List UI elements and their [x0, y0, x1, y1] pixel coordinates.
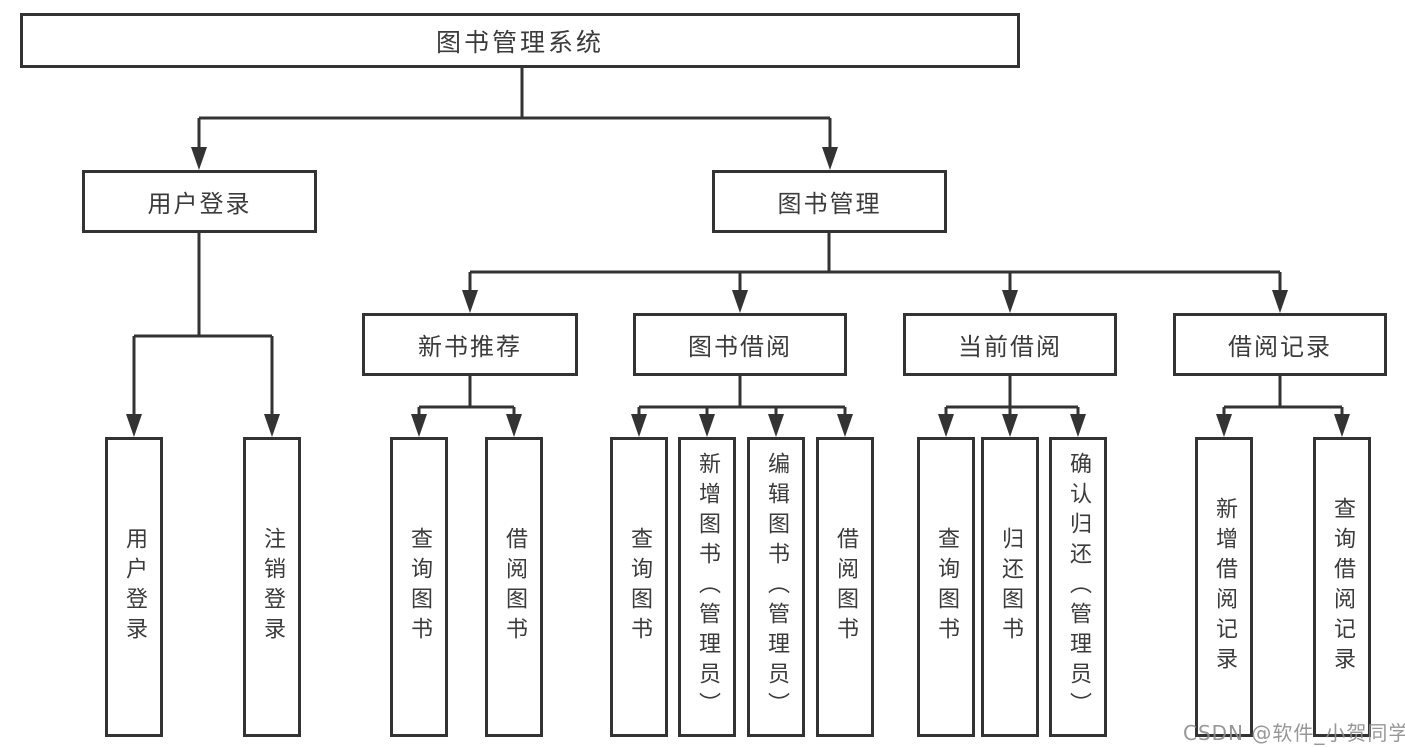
arrowhead [768, 414, 784, 437]
arrowhead [126, 414, 142, 437]
leaf-add-books-admin: 新增图书（管理员） [678, 437, 736, 737]
csdn-watermark: CSDN @软件_小贺同学 [1183, 721, 1405, 745]
arrowheads [126, 147, 1350, 437]
leaf-query-borrow-record: 查询借阅记录 [1313, 437, 1371, 737]
leaf-confirm-return-admin: 确认归还（管理员） [1049, 437, 1107, 737]
arrowhead [191, 147, 207, 170]
arrowhead [631, 414, 647, 437]
node-new-book-recommend: 新书推荐 [362, 313, 578, 376]
arrowhead [1070, 414, 1086, 437]
arrowhead [837, 414, 853, 437]
arrowhead [938, 414, 954, 437]
arrowhead [462, 290, 478, 313]
arrowhead [732, 290, 748, 313]
leaf-edit-books-admin: 编辑图书（管理员） [747, 437, 805, 737]
arrowhead [1334, 414, 1350, 437]
leaf-query-books-1: 查询图书 [390, 437, 448, 737]
arrowhead [1002, 414, 1018, 437]
node-borrowing-records: 借阅记录 [1173, 313, 1387, 376]
arrowhead [506, 414, 522, 437]
node-user-login: 用户登录 [82, 170, 317, 233]
node-current-borrowing: 当前借阅 [903, 313, 1117, 376]
leaf-return-books: 归还图书 [981, 437, 1039, 737]
arrowhead [699, 414, 715, 437]
leaf-borrow-books-1: 借阅图书 [485, 437, 543, 737]
arrowhead [822, 147, 838, 170]
node-book-borrowing: 图书借阅 [633, 313, 847, 376]
arrowhead [264, 414, 280, 437]
arrowhead [411, 414, 427, 437]
leaf-query-books-2: 查询图书 [610, 437, 668, 737]
node-book-management: 图书管理 [712, 170, 947, 233]
leaf-borrow-books-2: 借阅图书 [816, 437, 874, 737]
leaf-query-books-3: 查询图书 [917, 437, 975, 737]
leaf-logout: 注销登录 [243, 437, 301, 737]
leaf-add-borrow-record: 新增借阅记录 [1195, 437, 1253, 737]
arrowhead [1002, 290, 1018, 313]
arrowhead [1272, 290, 1288, 313]
leaf-user-login: 用户登录 [105, 437, 163, 737]
node-root-system: 图书管理系统 [20, 13, 1020, 68]
arrowhead [1216, 414, 1232, 437]
